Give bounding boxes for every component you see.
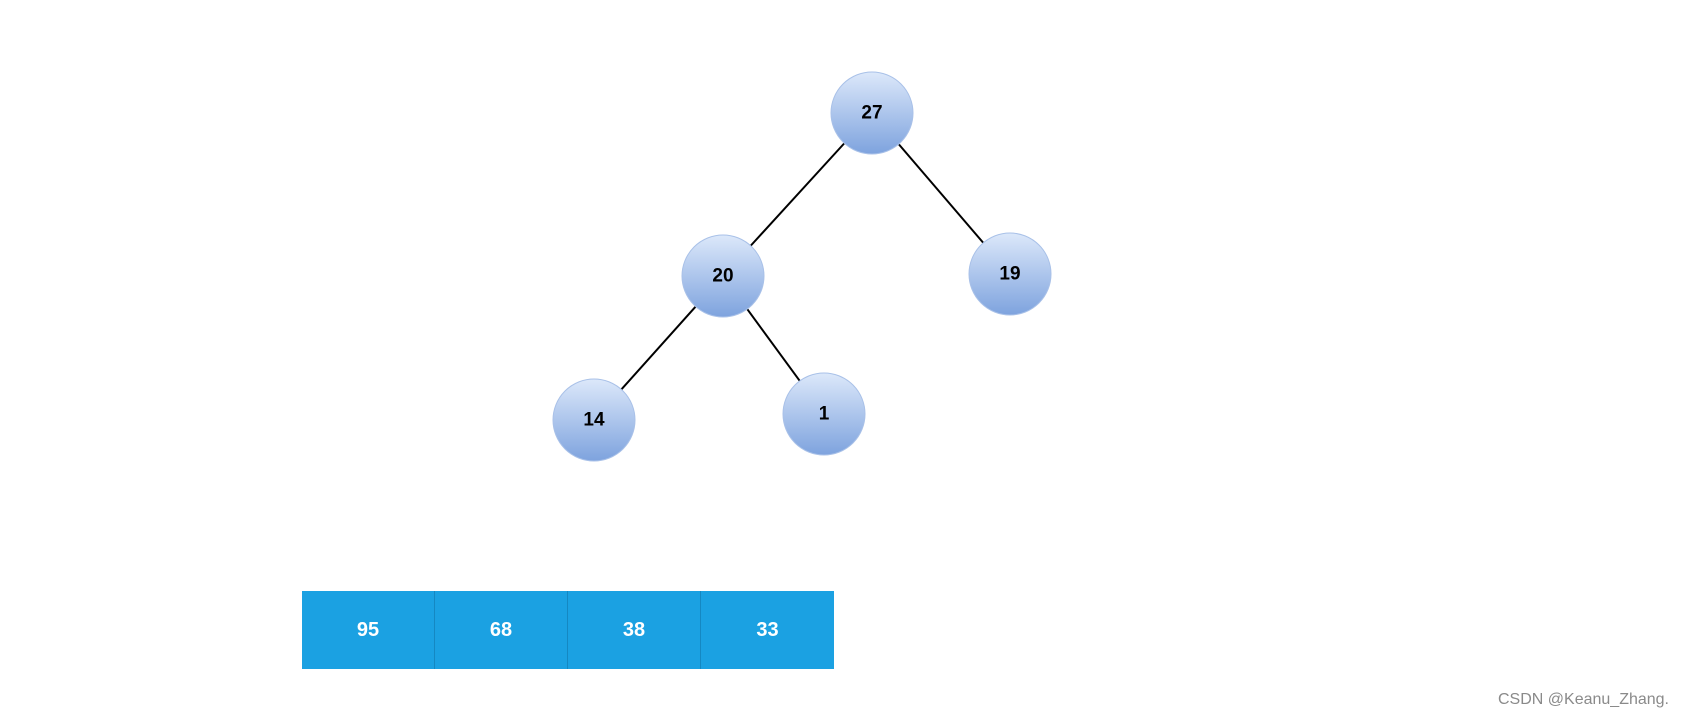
tree-node: 20 — [681, 234, 765, 318]
tree-nodes: 27 20 19 14 1 — [552, 71, 1052, 462]
tree-node-circle — [782, 372, 866, 456]
tree-node-label: 14 — [583, 410, 605, 431]
tree-node-circle — [552, 378, 636, 462]
tree-node-circle — [681, 234, 765, 318]
tree-edge — [749, 142, 846, 247]
tree-node: 19 — [968, 232, 1052, 316]
tree-node-label: 1 — [819, 404, 830, 425]
array-cell: 33 — [756, 618, 779, 641]
tree-edge — [897, 143, 985, 244]
tree-node-label: 27 — [861, 103, 882, 124]
tree-node-circle — [830, 71, 914, 155]
tree-node: 14 — [552, 378, 636, 462]
array-cell: 68 — [435, 591, 568, 669]
array-cell: 95 — [302, 591, 435, 669]
tree-edge — [620, 305, 697, 391]
array-cell: 38 — [568, 591, 701, 669]
tree-node: 1 — [782, 372, 866, 456]
tree-edges — [620, 142, 985, 391]
tree-edge — [746, 308, 801, 382]
tree-node-label: 20 — [712, 266, 733, 287]
tree-node-circle — [968, 232, 1052, 316]
tree-node-label: 19 — [999, 264, 1020, 285]
watermark: CSDN @Keanu_Zhang. — [1498, 691, 1669, 708]
tree-node: 27 — [830, 71, 914, 155]
